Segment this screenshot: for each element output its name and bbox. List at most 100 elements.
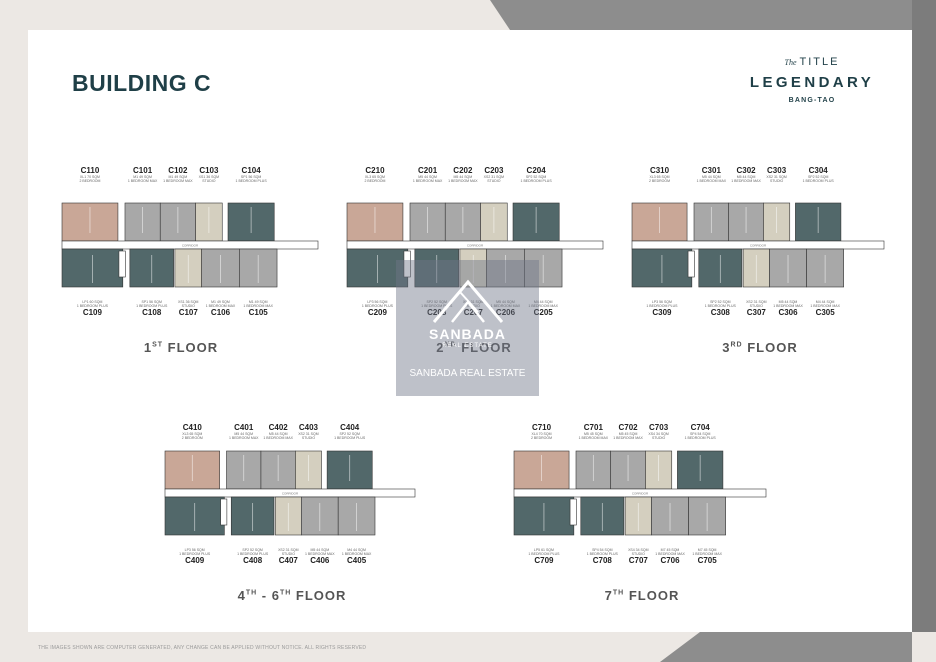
unit-code: C404 (340, 423, 360, 432)
watermark-tagline: SANBADA REAL ESTATE (409, 368, 526, 379)
unit-code: C705 (697, 556, 717, 565)
unit-code: C304 (808, 166, 828, 175)
floor-number: 1 (143, 340, 153, 355)
unit-type: STUDIO (631, 552, 645, 556)
unit-type: 1 BEDROOM PLUS (520, 179, 552, 183)
unit-code: C109 (82, 308, 102, 317)
watermark-sub: REAL ESTATE (442, 343, 493, 349)
unit-code: C401 (234, 423, 254, 432)
unit-code: C309 (652, 308, 672, 317)
unit-size: XS2 31 SQM (483, 175, 505, 179)
unit-code: C407 (278, 556, 298, 565)
unit-size: M5 44 SQM (234, 432, 254, 436)
floor-label: 7TH FLOOR (542, 588, 742, 603)
unit-type: 1 BEDROOM MAX (692, 552, 722, 556)
unit-size: XS2 31 SQM (278, 548, 299, 552)
unit-type: 1 BEDROOM PLUS (179, 552, 211, 556)
unit-size: XL1 70 SQM (79, 175, 100, 179)
unit-code: C701 (583, 423, 603, 432)
unit-code: C410 (182, 423, 202, 432)
unit-size: SP2 52 SQM (525, 175, 547, 179)
unit-size: M5 44 SQM (702, 175, 721, 179)
floor-suffix: TH (245, 589, 258, 597)
unit-type: 1 BEDROOM MAX (810, 304, 840, 308)
floor-suffix: ST (152, 341, 164, 349)
floor-plan-drawing: CORRIDOR (346, 202, 604, 288)
unit-code: C409 (185, 556, 205, 565)
floor-plan-drawing: CORRIDOR (164, 450, 416, 536)
unit-type: STUDIO (487, 179, 501, 183)
unit-code: C706 (660, 556, 680, 565)
watermark-brand: SANBADA (429, 326, 506, 342)
floor-plan-drawing: CORRIDOR (631, 202, 885, 288)
unit-size: LP3 56 SQM (651, 300, 672, 304)
unit-code: C403 (298, 423, 318, 432)
unit-type: STUDIO (281, 552, 295, 556)
unit-type: 1 BEDROOM MAX (528, 304, 558, 308)
logo-prefix: The (784, 58, 797, 67)
unit-type: 1 BEDROOM PLUS (802, 179, 834, 183)
unit-size: SP2 52 SQM (339, 432, 360, 436)
floor-label: 2ND FLOOR (374, 340, 574, 355)
unit-code: C106 (210, 308, 231, 317)
unit-size: M1 49 SQM (168, 175, 188, 179)
unit-size: SP2 52 SQM (710, 300, 731, 304)
unit-code: C408 (243, 556, 263, 565)
unit-type: 1 BEDROOM MAX (243, 304, 273, 308)
footer-note: THE IMAGES SHOWN ARE COMPUTER GENERATED,… (38, 645, 367, 651)
unit-size: M5 44 SQM (736, 175, 756, 179)
unit-code: C207 (463, 308, 483, 317)
unit-size: M5 44 SQM (418, 175, 437, 179)
unit-size: XS1 36 SQM (178, 300, 199, 304)
unit-code: C704 (690, 423, 710, 432)
floor-number-end: 6 (271, 588, 280, 603)
unit-size: LP5 61 SQM (533, 548, 554, 552)
unit-size: SP2 52 SQM (242, 548, 263, 552)
floor-word: FLOOR (291, 588, 347, 603)
unit-code: C709 (534, 556, 554, 565)
unit-size: M5 44 SQM (310, 548, 330, 552)
unit-code: C201 (418, 166, 438, 175)
unit-size: XS1 36 SQM (198, 175, 220, 179)
unit-size: M5 44 SQM (778, 300, 798, 304)
unit-size: SP1 56 SQM (141, 300, 162, 304)
unit-size: M4 44 SQM (533, 300, 553, 304)
unit-size: XS2 31 SQM (298, 432, 319, 436)
floor-word: FLOOR (456, 340, 512, 355)
unit-type: 1 BEDROOM PLUS (136, 304, 168, 308)
unit-size: M4 44 SQM (347, 548, 366, 552)
unit-code: C205 (533, 308, 553, 317)
logo-main: LEGENDARY (749, 74, 875, 91)
unit-code: C305 (815, 308, 835, 317)
unit-size: M1 49 SQM (133, 175, 152, 179)
unit-type: 1 BEDROOM MAX (228, 436, 259, 440)
service-core (403, 250, 411, 278)
unit-type: STUDIO (301, 436, 316, 440)
unit-code: C402 (268, 423, 288, 432)
floor-suffix: ND (444, 341, 457, 349)
unit-type: 2 BEDROOM (649, 179, 671, 183)
unit-type: 1 BEDROOM MAX (696, 179, 727, 183)
unit-type: 1 BEDROOM PLUS (421, 304, 453, 308)
